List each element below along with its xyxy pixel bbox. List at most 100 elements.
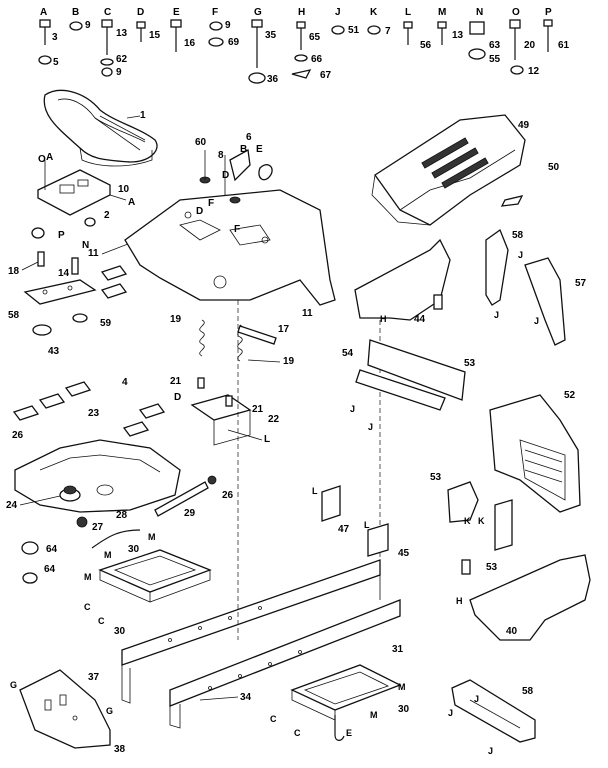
ref-j-6: J — [448, 708, 453, 718]
hw-letter-g: G — [254, 7, 262, 18]
callout-53: 58 — [512, 230, 524, 241]
ref-b: B — [240, 144, 247, 155]
ref-c-3: C — [270, 714, 277, 724]
hw-num-a-1: 3 — [52, 32, 58, 43]
callout-23: 23 — [88, 408, 100, 419]
ref-f-1: F — [234, 224, 240, 235]
callout-46: 53 — [430, 472, 442, 483]
nut-k-icon — [367, 25, 381, 35]
ref-p: P — [58, 230, 65, 241]
ref-k-1: K — [464, 516, 471, 526]
callout-22: 22 — [268, 414, 280, 425]
hook-part — [334, 715, 345, 741]
ref-n: N — [82, 240, 89, 251]
bracket-40-part — [367, 523, 389, 557]
ref-m-5: M — [370, 710, 378, 720]
ref-g-2: G — [106, 706, 113, 716]
hw-num-c-2: 62 — [116, 54, 128, 65]
frame-rail-right-part — [169, 599, 401, 729]
ref-m-1: M — [104, 550, 112, 560]
callout-52: 57 — [575, 278, 587, 289]
ref-j-3: J — [534, 316, 539, 326]
ref-d-2: D — [222, 170, 229, 181]
ref-j-1: J — [518, 250, 523, 260]
seat-part — [43, 89, 158, 167]
nut-j-icon — [331, 25, 345, 35]
side-plate-part — [19, 669, 111, 749]
callout-47: 53 — [464, 358, 476, 369]
support-bracket-part — [190, 377, 263, 446]
hw-num-f-2: 69 — [228, 37, 240, 48]
hw-num-e-1: 16 — [184, 38, 196, 49]
footrest-right-part — [290, 664, 402, 721]
bracket-45-part — [494, 499, 513, 551]
callout-27: 28 — [116, 510, 128, 521]
bolt-e-icon — [170, 19, 182, 52]
bolt-p-icon — [543, 19, 553, 52]
ref-l-2: L — [312, 486, 318, 496]
hw-num-m-1: 13 — [452, 30, 464, 41]
spacer-64-1-part — [433, 294, 443, 310]
callout-21-2: 21 — [252, 404, 264, 415]
callout-54: 58 — [522, 686, 534, 697]
bracket-52-part — [524, 257, 566, 346]
callout-14: 14 — [58, 268, 70, 279]
hw-num-c-3: 9 — [116, 67, 122, 78]
ref-j-5: J — [368, 422, 373, 432]
callout-26-1: 26 — [222, 490, 234, 501]
ref-h-2: H — [456, 596, 463, 606]
bracket-54-part — [451, 679, 536, 743]
ref-m-4: M — [398, 682, 406, 692]
ref-c-2: C — [98, 616, 105, 626]
callout-39: 44 — [414, 314, 426, 325]
fuel-line-part — [76, 475, 217, 549]
hw-letter-l: L — [405, 7, 411, 18]
callout-19-1: 19 — [170, 314, 182, 325]
callout-28: 29 — [184, 508, 196, 519]
washer-b-icon — [69, 21, 83, 31]
hw-num-n-2: 55 — [489, 54, 501, 65]
nut-f-icon — [208, 21, 224, 47]
ref-j-7: J — [474, 694, 479, 704]
pads-part — [100, 265, 128, 299]
callout-21-1: 21 — [170, 376, 182, 387]
callout-29: 30 — [114, 626, 126, 637]
hw-letter-m: M — [438, 7, 446, 18]
ref-g-1: G — [10, 680, 17, 690]
callout-59: 64 — [44, 564, 56, 575]
callout-37: 40 — [506, 626, 518, 637]
hw-num-j-1: 51 — [348, 25, 360, 36]
ref-c-1: C — [84, 602, 91, 612]
callout-10: 10 — [118, 184, 130, 195]
ref-e-1: E — [256, 144, 263, 155]
callout-17: 17 — [278, 324, 290, 335]
callout-30-2: 30 — [398, 704, 410, 715]
callout-50: 58 — [8, 310, 20, 321]
callout-8: 8 — [218, 150, 224, 161]
bolt-h-icon — [291, 21, 312, 79]
bolt-g-icon — [248, 19, 266, 84]
callout-44: 52 — [564, 390, 576, 401]
panel-47-part — [355, 339, 466, 411]
callout-1: 1 — [140, 110, 146, 121]
callout-2: 2 — [104, 210, 110, 221]
hw-num-b-1: 9 — [85, 20, 91, 31]
ref-k-2: K — [478, 516, 485, 526]
callout-26-2: 27 — [92, 522, 104, 533]
ref-j-4: J — [350, 404, 355, 414]
ref-m-2: M — [148, 532, 156, 542]
ref-j-8: J — [488, 746, 493, 756]
callout-45: 53 — [486, 562, 498, 573]
spacer-64-2-part — [461, 559, 471, 575]
mounting-plate-part — [23, 279, 97, 336]
seat-bracket-part — [37, 160, 111, 216]
callout-25: 26 — [12, 430, 24, 441]
footrest-left-part — [98, 549, 212, 603]
callout-33: 37 — [88, 672, 100, 683]
callout-49: 54 — [342, 348, 354, 359]
callout-58-1: 60 — [195, 137, 207, 148]
callout-41: 47 — [338, 524, 350, 535]
callout-34: 38 — [114, 744, 126, 755]
callout-43: 50 — [548, 162, 560, 173]
